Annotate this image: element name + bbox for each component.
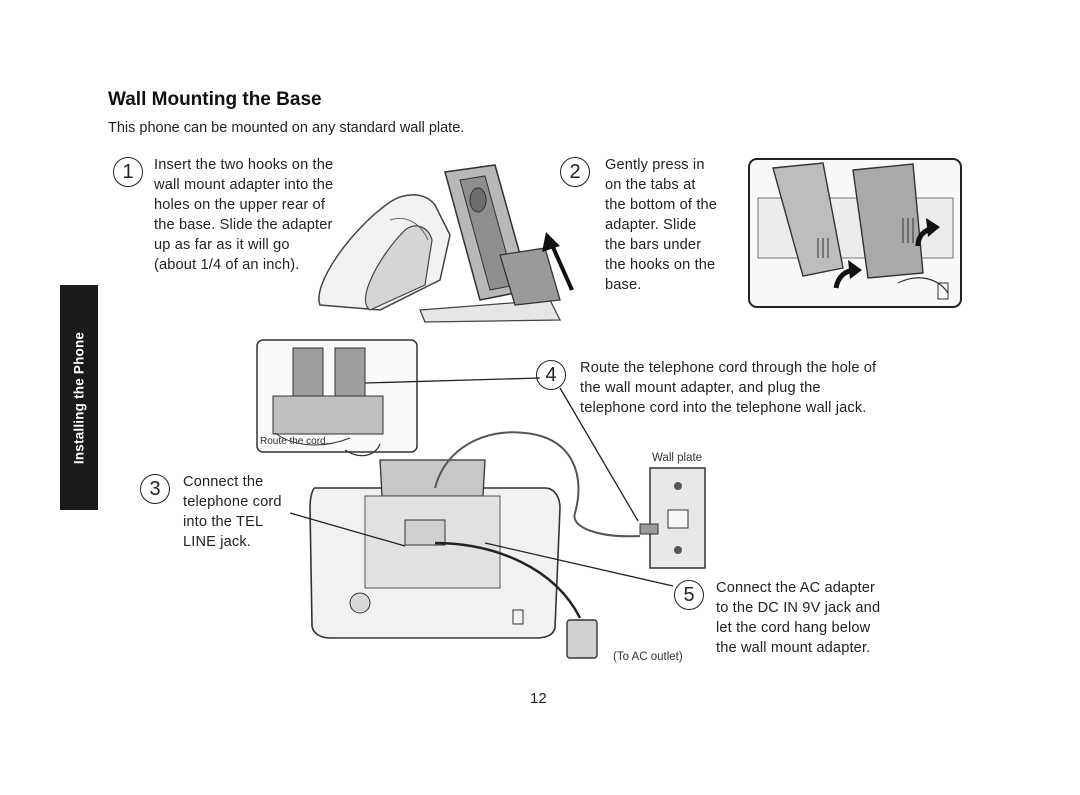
- step-4-number: 4: [536, 360, 566, 390]
- route-cord-caption: Route the cord.: [260, 436, 329, 447]
- side-section-tab: Installing the Phone: [60, 285, 98, 510]
- step-3-number: 3: [140, 474, 170, 504]
- step-5-text: Connect the AC adapter to the DC IN 9V j…: [716, 580, 881, 656]
- step-1-number: 1: [113, 157, 143, 187]
- step-2-number: 2: [560, 157, 590, 187]
- intro-text: This phone can be mounted on any standar…: [108, 120, 465, 136]
- side-tab-label: Installing the Phone: [71, 331, 87, 464]
- step-3-text: Connect the telephone cord into the TEL …: [183, 474, 282, 550]
- step-5-number: 5: [674, 580, 704, 610]
- step-2-illustration: [748, 158, 962, 308]
- wall-plate-caption: Wall plate: [652, 452, 703, 464]
- step-2-text: Gently press in on the tabs at the botto…: [605, 157, 718, 293]
- page-number: 12: [530, 690, 547, 707]
- step-3-4-5-illustration: [256, 339, 706, 659]
- ac-outlet-caption: (To AC outlet): [613, 651, 683, 663]
- step-4-text: Route the telephone cord through the hol…: [580, 360, 877, 416]
- step-1-text: Insert the two hooks on the wall mount a…: [154, 157, 334, 273]
- page-title: Wall Mounting the Base: [108, 89, 322, 110]
- step-1-illustration: [318, 164, 574, 323]
